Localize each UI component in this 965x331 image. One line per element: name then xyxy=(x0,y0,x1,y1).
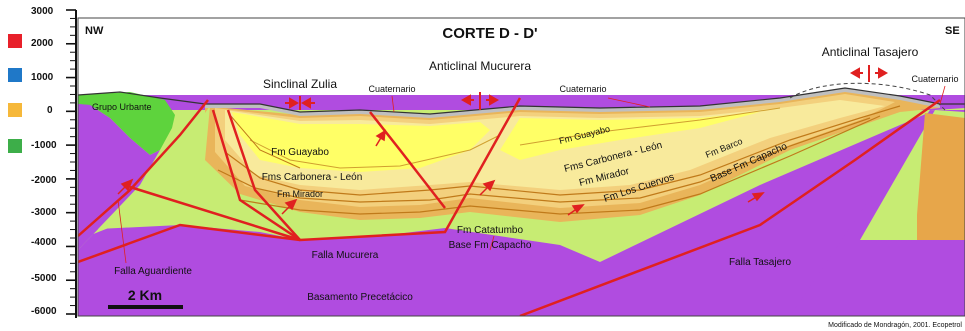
label-grupo-urbante: Grupo Urbante xyxy=(92,102,152,112)
tick-label-0: 0 xyxy=(47,105,53,116)
tick-label-minus-3000: -3000 xyxy=(31,207,57,218)
label-falla-tasajero: Falla Tasajero xyxy=(729,257,792,268)
orientation-se: SE xyxy=(945,25,960,37)
label-fm-catatumbo: Fm Catatumbo xyxy=(457,225,524,236)
tick-label-minus-4000: -4000 xyxy=(31,237,57,248)
color-legend xyxy=(8,34,22,153)
legend-swatch-orange xyxy=(8,103,22,117)
label-basamento: Basamento Precetácico xyxy=(307,292,413,303)
legend-swatch-green xyxy=(8,139,22,153)
tick-label-minus-6000: -6000 xyxy=(31,306,57,317)
tick-label-3000: 3000 xyxy=(31,6,54,17)
section-title: CORTE D - D' xyxy=(442,25,537,42)
label-sinclinal-zulia: Sinclinal Zulia xyxy=(263,77,337,91)
label-cuaternario-1: Cuaternario xyxy=(368,84,415,94)
legend-swatch-red xyxy=(8,34,22,48)
tick-label-minus-2000: -2000 xyxy=(31,175,57,186)
tick-label-1000: 1000 xyxy=(31,72,54,83)
label-fm-mirador-1: Fm Mirador xyxy=(277,189,323,199)
label-base-fm-capacho-2: Base Fm Capacho xyxy=(449,240,532,251)
orientation-nw: NW xyxy=(85,25,104,37)
tick-label-minus-5000: -5000 xyxy=(31,273,57,284)
label-cuaternario-3: Cuaternario xyxy=(911,74,958,84)
elevation-axis: 3000 2000 1000 0 -1000 -2000 -3000 -4000… xyxy=(31,6,76,318)
label-cuaternario-2: Cuaternario xyxy=(559,84,606,94)
legend-swatch-blue xyxy=(8,68,22,82)
credit-text: Modificado de Mondragón, 2001. Ecopetrol xyxy=(828,322,962,329)
label-fm-guayabo-1: Fm Guayabo xyxy=(271,147,329,158)
label-falla-mucurera: Falla Mucurera xyxy=(312,250,379,261)
label-anticlinal-mucurera: Anticlinal Mucurera xyxy=(429,59,531,73)
label-anticlinal-tasajero: Anticlinal Tasajero xyxy=(822,45,919,59)
tick-label-minus-1000: -1000 xyxy=(31,140,57,151)
scale-bar-label: 2 Km xyxy=(128,287,162,303)
label-fms-carbonera-leon-1: Fms Carbonera - León xyxy=(262,172,363,183)
label-falla-aguardiente: Falla Aguardiente xyxy=(114,266,192,277)
tick-label-2000: 2000 xyxy=(31,38,54,49)
